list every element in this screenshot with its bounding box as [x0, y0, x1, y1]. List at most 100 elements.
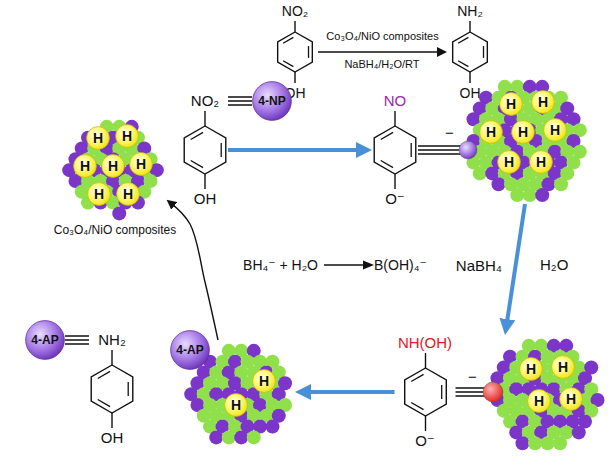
double-bond	[283, 37, 293, 43]
benzene-ring	[404, 368, 446, 416]
molecule-label: 4-NP	[258, 95, 285, 107]
label-box: −	[468, 368, 477, 385]
reaction-label: H₂O	[540, 256, 568, 273]
atom-label: H	[122, 129, 132, 143]
oxide-particle	[510, 188, 524, 202]
double-bond	[411, 374, 423, 381]
oxide-particle	[209, 430, 223, 444]
label-box: H₂O	[540, 256, 568, 273]
double-bond	[483, 46, 484, 58]
double-bond	[411, 143, 412, 157]
reaction-label: −	[468, 368, 477, 385]
oxide-particle	[554, 177, 568, 191]
hydrogen-sphere	[117, 183, 140, 206]
reaction-arrow	[303, 390, 395, 394]
triple-bond	[65, 336, 89, 344]
atom-label: H	[259, 374, 269, 388]
double-bond	[221, 143, 222, 157]
nanoparticle-cluster: HHHHHHH	[461, 76, 589, 204]
hydrogen-atom: H	[531, 90, 555, 114]
triple-bond	[456, 388, 486, 396]
hydrogen-sphere	[560, 388, 583, 411]
substituent-bond	[111, 350, 112, 365]
benzene-ring	[184, 126, 226, 174]
hydrogen-sphere	[88, 183, 111, 206]
double-bond	[458, 61, 468, 67]
label-box: −	[445, 124, 454, 141]
benzene-ring	[453, 32, 488, 72]
edge-label-box: Co₃O₄/NiO composites	[325, 30, 439, 42]
oxide-particle	[516, 436, 530, 450]
oxide-particle	[112, 206, 126, 220]
double-bond	[98, 399, 110, 406]
edge-label: NaBH₄	[455, 257, 503, 274]
oxide-particle	[528, 436, 542, 450]
hydrogen-sphere	[530, 151, 553, 174]
substituent-bond	[204, 111, 205, 126]
atom-label: H	[526, 362, 536, 376]
reaction-arrow	[318, 51, 443, 52]
hydrogen-atom: H	[224, 393, 248, 417]
reaction-label: BH₄⁻ + H₂O	[243, 257, 318, 273]
hydrogen-sphere	[225, 394, 248, 417]
chemical-formula: NH₂	[98, 331, 126, 349]
hydrogen-sphere	[498, 151, 521, 174]
hydrogen-sphere	[253, 370, 276, 393]
hydrogen-atom: H	[497, 150, 521, 174]
reaction-label: NaBH₄/H₂O/RT	[344, 58, 419, 71]
molecule-label: 4-AP	[176, 344, 203, 356]
reaction-arrow	[506, 204, 525, 327]
label-box: NaBH₄/H₂O/RT	[344, 58, 419, 71]
chemical-formula: OH	[194, 190, 217, 208]
oxide-particle	[523, 188, 537, 202]
triple-bond	[418, 146, 461, 154]
reaction-arrow	[228, 148, 364, 152]
atom-label: H	[566, 392, 576, 406]
hydrogen-sphere	[520, 358, 543, 381]
hydrogen-sphere	[87, 127, 110, 150]
double-bond	[283, 61, 293, 67]
chemical-formula: O⁻	[415, 432, 435, 450]
molecule-structure: NH₂OH	[447, 2, 493, 102]
atom-label: H	[558, 360, 568, 374]
chemical-formula: NO₂	[282, 2, 308, 20]
hydrogen-atom: H	[499, 92, 523, 116]
substituent-bond	[294, 21, 295, 32]
oxide-particle	[247, 430, 261, 444]
atom-label: H	[108, 159, 118, 173]
atom-label: H	[536, 155, 546, 169]
nanoparticle-cluster: HHHH	[485, 335, 605, 455]
molecule-ball	[171, 331, 210, 370]
substituent-bond	[394, 174, 395, 189]
substituent-bond	[469, 72, 470, 83]
hydrogen-sphere	[544, 119, 567, 142]
hydrogen-atom: H	[115, 124, 139, 148]
chemical-formula: O⁻	[385, 190, 405, 208]
atom-label: H	[94, 187, 104, 201]
molecule-label: 4-AP	[31, 334, 58, 346]
triple-bond	[228, 97, 252, 105]
atom-label: H	[80, 159, 90, 173]
edge-label: Co₃O₄/NiO composites	[325, 30, 439, 42]
atom-label: H	[486, 125, 496, 139]
hydrogen-sphere	[532, 91, 555, 114]
hydrogen-atom: H	[527, 389, 551, 413]
edge-label-box: NaBH₄	[455, 257, 503, 274]
hydrogen-atom: H	[559, 387, 583, 411]
adsorbed-molecule	[459, 141, 477, 159]
label-box: B(OH)₄⁻	[374, 257, 427, 273]
atom-label: H	[506, 97, 516, 111]
double-bond	[98, 371, 110, 378]
hydrogen-atom: H	[511, 120, 535, 144]
double-bond	[441, 385, 442, 399]
hydrogen-sphere	[552, 356, 575, 379]
hydrogen-atom: H	[551, 355, 575, 379]
hydrogen-sphere	[102, 155, 125, 178]
oxide-particle	[222, 430, 236, 444]
chemical-formula: NO	[384, 92, 407, 110]
equation-arrow	[324, 264, 364, 265]
reaction-label: B(OH)₄⁻	[374, 257, 427, 273]
molecule-structure: NH₂OH	[89, 331, 135, 447]
oxide-particle	[541, 436, 555, 450]
